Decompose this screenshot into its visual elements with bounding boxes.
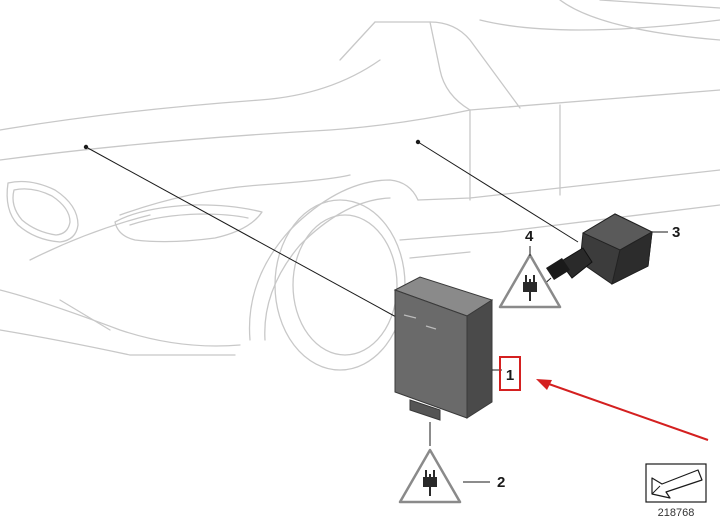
plug-warning-icon [498, 253, 562, 309]
arrow-return-icon[interactable] [645, 463, 707, 503]
highlight-arrow [536, 379, 709, 441]
document-number: 218768 [658, 507, 695, 519]
callout-number-2[interactable]: 2 [497, 474, 505, 491]
callout-number-1: 1 [506, 367, 514, 384]
control-module-part-1 [393, 276, 494, 446]
callout-number-3[interactable]: 3 [672, 224, 680, 241]
leader-lines [83, 139, 579, 319]
car-outline [0, 0, 720, 371]
leader-line-part-1 [85, 146, 399, 319]
sensor-module-part-3 [540, 213, 668, 288]
part-1-highlight-box [499, 356, 521, 391]
callout-label-part-1[interactable]: 1 [492, 356, 521, 391]
leader-line-part-3 [417, 141, 579, 243]
plug-warning-icon [398, 448, 462, 504]
callout-number-4[interactable]: 4 [525, 228, 534, 245]
